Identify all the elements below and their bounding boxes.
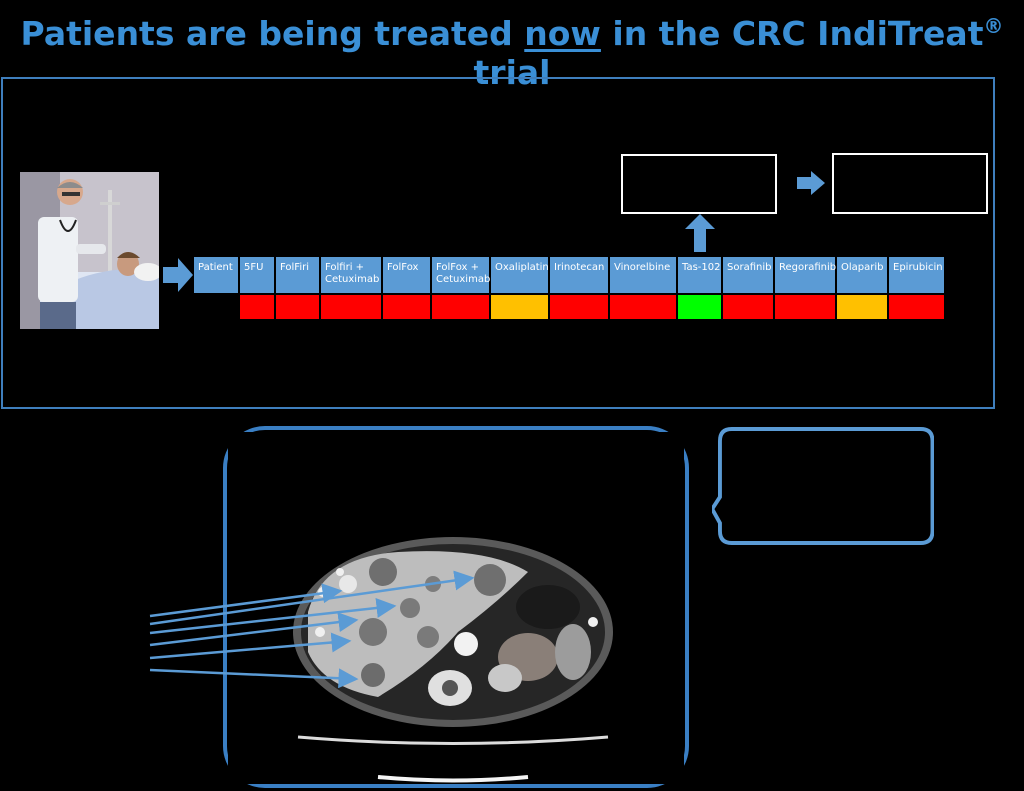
title-emphasis: now	[524, 14, 601, 53]
response-olaparib	[837, 295, 887, 319]
callout-bubble	[712, 427, 934, 545]
header-patient: Patient	[194, 257, 238, 293]
ct-scan-image	[228, 432, 684, 784]
header-irinotecan: Irinotecan	[550, 257, 608, 293]
response-vinorelbine	[610, 295, 676, 319]
header-olaparib: Olaparib	[837, 257, 887, 293]
response-folfiri-cetuximab	[321, 295, 381, 319]
response-epirubicin	[889, 295, 944, 319]
result-box-right	[832, 153, 988, 214]
response-folfox	[383, 295, 430, 319]
response-5fu	[240, 295, 274, 319]
up-arrow-icon	[685, 214, 715, 252]
right-arrow-icon	[797, 171, 825, 195]
response-regorafinib	[775, 295, 835, 319]
response-oxaliplatin	[491, 295, 548, 319]
header-folfiri-cetuximab: Folfiri + Cetuximab	[321, 257, 381, 293]
right-arrow-icon	[163, 258, 193, 292]
header-folfiri: FolFiri	[276, 257, 319, 293]
doctor-patient-photo	[20, 172, 159, 329]
treatment-panel-frame	[1, 77, 995, 409]
response-sorafinib	[723, 295, 773, 319]
header-oxaliplatin: Oxaliplatin	[491, 257, 549, 293]
registered-mark: ®	[983, 14, 1004, 38]
header-epirubicin: Epirubicin	[889, 257, 944, 293]
result-box-left	[621, 154, 777, 214]
response-folfiri	[276, 295, 319, 319]
header-folfox: FolFox	[383, 257, 430, 293]
header-sorafinib: Sorafinib	[723, 257, 773, 293]
header-tas-102: Tas-102	[678, 257, 721, 293]
response-irinotecan	[550, 295, 608, 319]
header-vinorelbine: Vinorelbine	[610, 257, 676, 293]
slide-title: Patients are being treated now in the CR…	[20, 14, 1004, 92]
header-regorafinib: Regorafinib	[775, 257, 836, 293]
response-folfox-cetuximab	[432, 295, 489, 319]
header-folfox-cetuximab: FolFox + Cetuximab	[432, 257, 490, 293]
response-tas-102	[678, 295, 721, 319]
header-5fu: 5FU	[240, 257, 274, 293]
